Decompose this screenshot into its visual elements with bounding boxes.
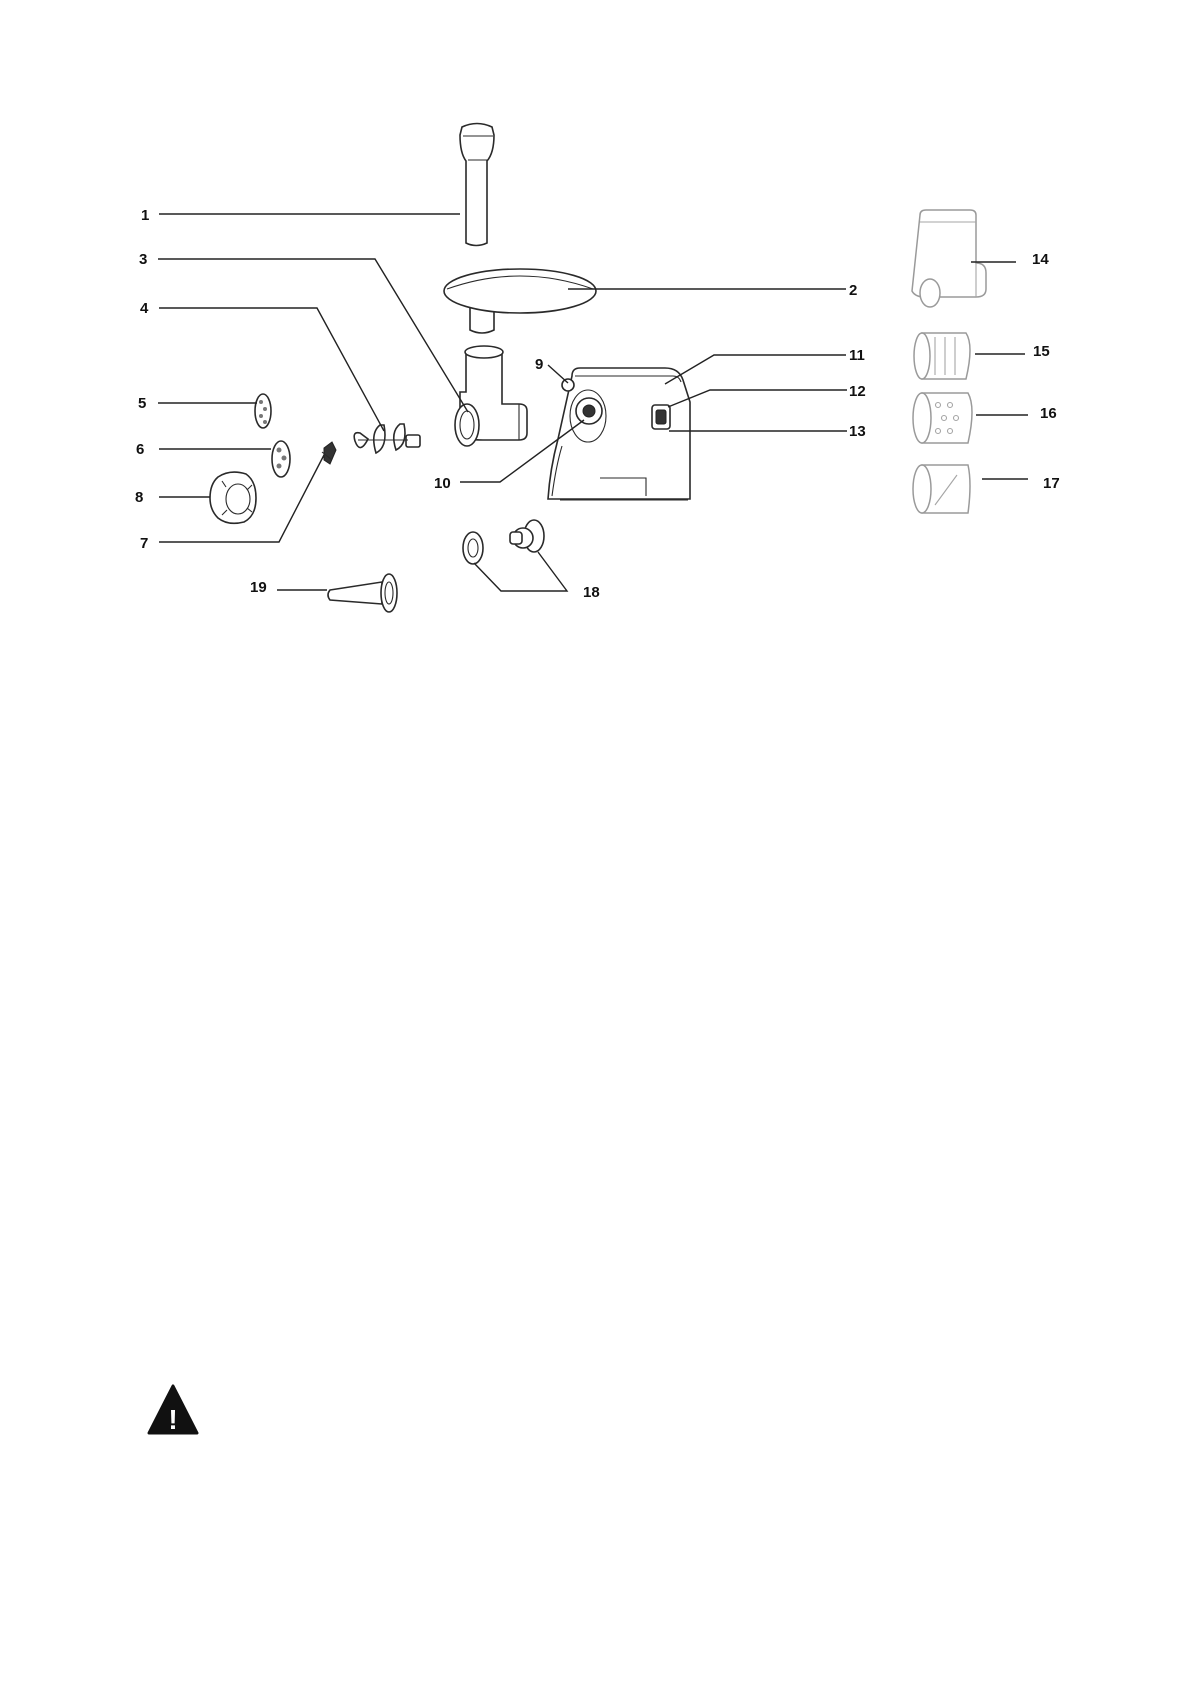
slicing-drum-part xyxy=(913,465,970,513)
leader-9 xyxy=(548,365,568,383)
feeding-tray-part xyxy=(444,269,596,333)
warning-exclamation: ! xyxy=(168,1404,177,1435)
callout-10: 10 xyxy=(434,475,451,492)
callout-19: 19 xyxy=(250,579,267,596)
mincer-head-part xyxy=(455,346,527,446)
callout-9: 9 xyxy=(535,356,543,373)
leader-12 xyxy=(668,390,847,407)
motor-housing-part xyxy=(548,368,690,500)
callout-17: 17 xyxy=(1043,475,1060,492)
callout-7: 7 xyxy=(140,535,148,552)
callout-13: 13 xyxy=(849,423,866,440)
kebbe-attachment-part xyxy=(463,520,544,564)
callout-16: 16 xyxy=(1040,405,1057,422)
leader-18 xyxy=(474,552,567,591)
leader-11 xyxy=(665,355,846,384)
sausage-nozzle-part xyxy=(328,574,397,612)
coarse-grating-drum-part xyxy=(913,393,972,443)
callout-1: 1 xyxy=(141,207,149,224)
callout-11: 11 xyxy=(849,347,865,364)
callout-15: 15 xyxy=(1033,343,1050,360)
auger-part xyxy=(354,424,420,453)
callout-14: 14 xyxy=(1032,251,1049,268)
callout-2: 2 xyxy=(849,282,857,299)
cutter-blade-part xyxy=(322,442,336,464)
ring-nut-part xyxy=(210,472,256,523)
slicer-housing-part xyxy=(912,210,986,307)
fine-grating-drum-part xyxy=(914,333,970,379)
callout-6: 6 xyxy=(136,441,144,458)
callout-8: 8 xyxy=(135,489,143,506)
fine-plate-part xyxy=(255,394,271,428)
callout-12: 12 xyxy=(849,383,866,400)
callout-4: 4 xyxy=(140,300,149,317)
coarse-plate-part xyxy=(272,441,290,477)
callout-5: 5 xyxy=(138,395,146,412)
callout-18: 18 xyxy=(583,584,600,601)
pusher-part xyxy=(460,124,494,246)
warning-triangle-icon: ! xyxy=(149,1386,197,1435)
leader-3 xyxy=(158,259,468,412)
callout-3: 3 xyxy=(139,251,147,268)
release-button xyxy=(562,379,574,391)
